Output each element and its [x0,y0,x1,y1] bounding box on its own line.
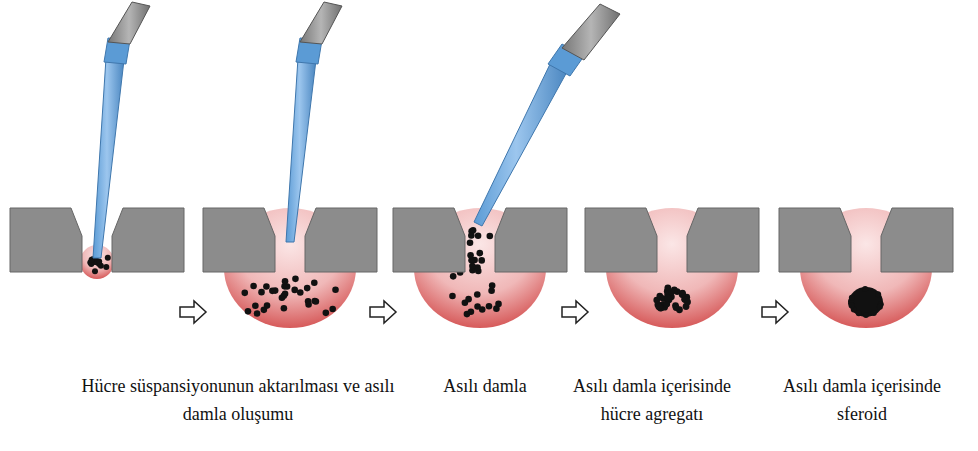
pipettes [93,2,620,258]
stage-caption: Asılı damla içerisinde sferoid [780,372,945,428]
cell [871,310,877,316]
cell [103,264,109,270]
plate-wall [203,208,275,272]
plate-wall [305,208,377,272]
plate-wall [10,208,82,272]
spheroid [849,287,883,317]
cell [258,289,265,296]
cell [486,303,493,310]
cell [679,290,686,297]
cell [479,306,486,313]
cell [475,232,482,239]
plate-wall [687,208,759,272]
cell [467,240,474,247]
cell [849,295,855,301]
cell [305,301,312,308]
cell [263,283,270,290]
cell [281,305,288,312]
cell [269,288,276,295]
cell [252,303,259,310]
cell [468,232,475,239]
cell [684,299,691,306]
cell [254,310,261,317]
cell [282,278,289,285]
cell [664,295,671,302]
cell [241,290,248,297]
cell [282,291,289,298]
cell [96,258,102,264]
cell [92,268,98,274]
cell [673,304,680,311]
plate-wall [495,208,567,272]
cell [332,286,339,293]
cell [668,289,675,296]
cell [467,252,474,259]
cell [849,303,855,309]
cell [495,301,502,308]
step-arrow [762,301,788,323]
hanging-drops [80,208,932,328]
cell [297,289,304,296]
cell [856,310,862,316]
cell [663,301,670,308]
cell [245,308,252,315]
cell [304,285,311,292]
step-arrows [180,301,788,323]
cell [877,304,883,310]
cell [875,291,881,297]
stage-caption: Asılı damla [415,372,555,400]
plate-wall [112,208,184,272]
plate-wall [881,208,953,272]
cell [329,306,336,313]
cell [487,233,494,240]
stage-caption: Hücre süspansiyonunun aktarılması ve ası… [66,372,411,428]
cell [450,273,457,280]
cell [469,263,476,270]
cell [449,293,456,300]
plate-wall [779,208,851,272]
cell [311,298,318,305]
cell [465,296,472,303]
cell [476,250,483,257]
cell [863,312,869,318]
step-arrow [180,301,206,323]
cell [655,303,662,310]
cell [862,286,868,292]
cell [264,302,271,309]
step-arrow [562,301,588,323]
cell [250,283,257,290]
cell [323,310,330,317]
cell [105,255,111,261]
cell [292,276,299,283]
cell [311,279,318,286]
cell [489,282,496,289]
cell [474,291,481,298]
plate-wall [393,208,465,272]
cell [468,308,475,315]
plate-wall [585,208,657,272]
stage-caption: Asılı damla içerisinde hücre agregatı [570,372,735,428]
cell [478,257,485,264]
step-arrow [370,301,396,323]
